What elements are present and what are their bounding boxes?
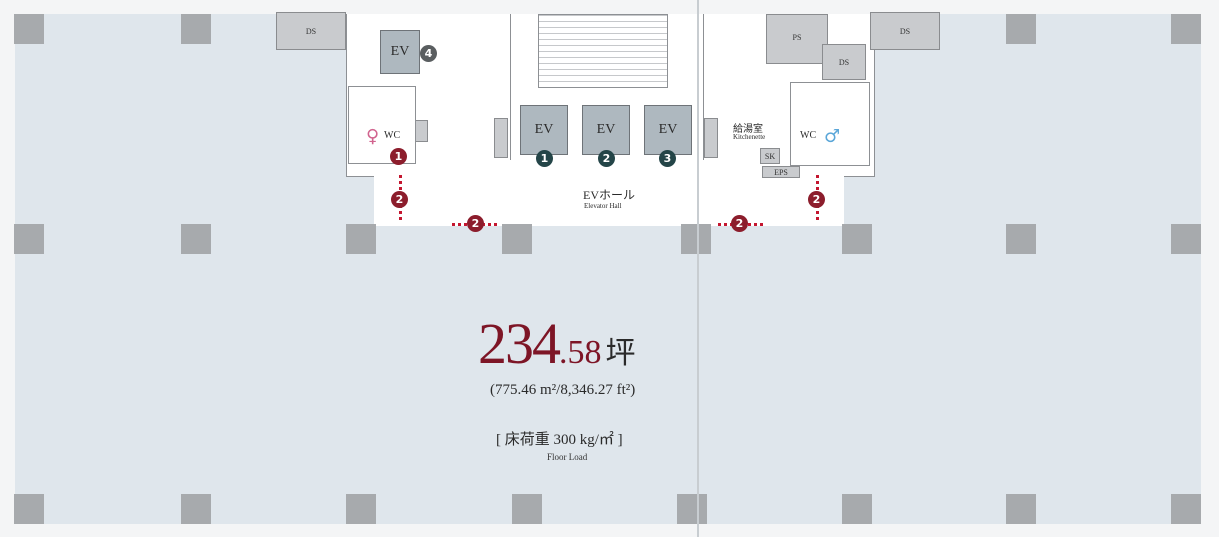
pillar [842, 224, 872, 254]
pillar [14, 224, 44, 254]
ds-label: DS [899, 26, 911, 36]
floor-area-metric: (775.46 m²/8,346.27 ft²) [490, 382, 636, 398]
entry-badge-center-right: 2 [731, 215, 748, 232]
pillar [512, 494, 542, 524]
pillar [181, 224, 211, 254]
pillar [346, 224, 376, 254]
elevator-badge-3: 3 [659, 150, 676, 167]
pillar [677, 494, 707, 524]
kitchenette-label-en: Kitchenette [733, 133, 766, 141]
shaft-right [704, 118, 718, 158]
sk-sink: SK [760, 148, 780, 164]
ds-shaft-left: DS [276, 12, 346, 50]
area-tsubo-unit: 坪 [605, 337, 636, 370]
pillar [14, 494, 44, 524]
stairs [538, 14, 668, 88]
area-tsubo-int: 234 [478, 311, 561, 376]
elevator-hall-label-en: Elevator Hall [584, 202, 622, 210]
floor-load: [ 床荷重 300 kg/㎡ ] [496, 432, 623, 448]
ds-shaft-right: DS [870, 12, 940, 50]
pillar [842, 494, 872, 524]
ps-shaft: PS [766, 14, 828, 64]
entry-badge-left: 2 [391, 191, 408, 208]
entry-badge-center-left: 2 [467, 215, 484, 232]
male-icon: ♂ [824, 126, 841, 147]
pillar [1171, 224, 1201, 254]
shaft-wc-left [414, 120, 428, 142]
elevator-2: EV [582, 105, 630, 155]
pillar [14, 14, 44, 44]
eps-shaft: EPS [762, 166, 800, 178]
restroom-badge-1: 1 [390, 148, 407, 165]
kitchenette-label-jp: 給湯室 [733, 124, 763, 135]
pillar [1006, 14, 1036, 44]
elevator-badge-4: 4 [420, 45, 437, 62]
pillar [1171, 14, 1201, 44]
shaft-left [494, 118, 508, 158]
pillar [181, 494, 211, 524]
female-icon: ♀ [366, 126, 380, 147]
pillar [346, 494, 376, 524]
area-tsubo-dec: .58 [559, 334, 602, 371]
elevator-1: EV [520, 105, 568, 155]
ds-label: DS [305, 26, 317, 36]
wc-label-men: WC [800, 130, 817, 141]
pillar [1006, 494, 1036, 524]
elevator-hall-label-jp: EVホール [583, 188, 635, 202]
wc-label-women: WC [384, 130, 401, 141]
elevator-4: EV [380, 30, 420, 74]
elevator-3: EV [644, 105, 692, 155]
ds-shaft-right-small: DS [822, 44, 866, 80]
floor-load-label: 床荷重 300 kg/㎡ [504, 432, 614, 448]
page-fold [697, 0, 699, 537]
pillar [181, 14, 211, 44]
pillar [1171, 494, 1201, 524]
elevator-badge-2: 2 [598, 150, 615, 167]
pillar [502, 224, 532, 254]
entry-badge-right: 2 [808, 191, 825, 208]
pillar [1006, 224, 1036, 254]
elevator-badge-1: 1 [536, 150, 553, 167]
mens-restroom [790, 82, 870, 166]
pillar [681, 224, 711, 254]
ps-label: PS [792, 33, 802, 42]
ds-label: DS [838, 57, 850, 67]
floor-load-en: Floor Load [547, 452, 588, 462]
